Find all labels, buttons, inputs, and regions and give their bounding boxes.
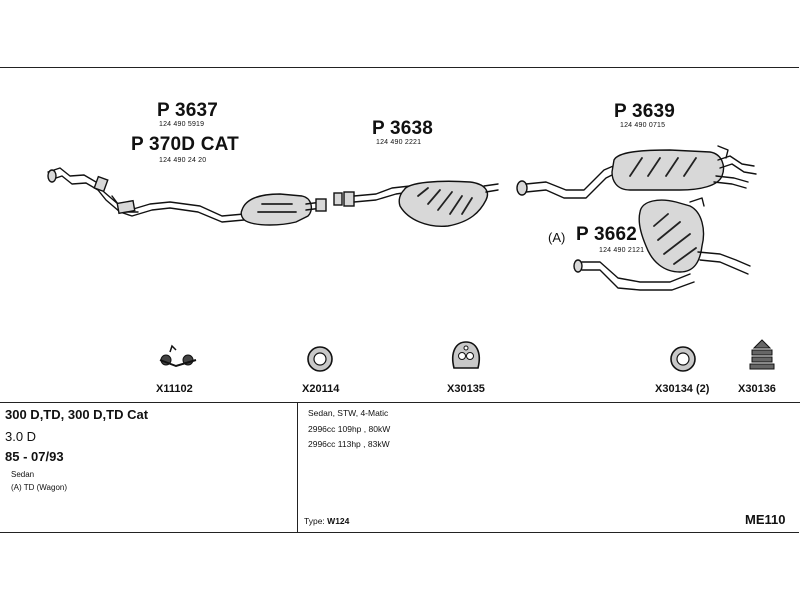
hardware-code: X30136: [738, 383, 776, 395]
hardware-code: X30134 (2): [655, 383, 710, 395]
oe-number: 124 490 0715: [620, 122, 666, 129]
hardware-code: X30135: [447, 383, 485, 395]
section-divider: [0, 402, 800, 403]
rear-silencer[interactable]: [516, 145, 757, 199]
rubber-hanger-icon[interactable]: [451, 341, 481, 369]
diagram-code: ME110: [745, 512, 786, 527]
spec-line: Sedan, STW, 4-Matic: [308, 408, 389, 418]
rear-silencer-wagon[interactable]: [573, 197, 751, 291]
part-number: P 3637: [157, 100, 219, 121]
body-type: Sedan: [11, 470, 35, 479]
hardware-code: X11102: [156, 383, 193, 395]
spec-line: 2996cc 109hp , 80kW: [308, 424, 391, 434]
engine-name: 300 D,TD, 300 D,TD Cat: [5, 407, 149, 422]
variant-marker: (A): [548, 230, 566, 245]
part-number: P 370D CAT: [131, 134, 239, 155]
type-label: Type:: [304, 516, 325, 526]
front-pipe-with-catalyst[interactable]: [47, 167, 327, 226]
type-value: W124: [327, 516, 350, 526]
part-number: P 3662: [576, 224, 638, 245]
body-variant: (A) TD (Wagon): [11, 483, 68, 492]
centre-silencer[interactable]: [333, 180, 499, 227]
part-number: P 3639: [614, 101, 676, 122]
model-years: 85 - 07/93: [5, 449, 64, 464]
part-number: P 3638: [372, 118, 434, 139]
oe-number: 124 490 2121: [599, 247, 645, 254]
rubber-ring-icon-2[interactable]: [670, 346, 696, 372]
oe-number: 124 490 5919: [159, 121, 205, 128]
rubber-mount-icon[interactable]: [749, 339, 775, 370]
diagram-sheet: [0, 67, 799, 533]
bracket-icon[interactable]: [159, 344, 197, 368]
oe-number: 124 490 2221: [376, 139, 422, 146]
type-row: Type: W124: [304, 516, 349, 526]
oe-number: 124 490 24 20: [159, 157, 207, 164]
rubber-ring-icon[interactable]: [307, 346, 333, 372]
hardware-code: X20114: [302, 383, 340, 395]
column-divider: [297, 403, 298, 533]
engine-displacement: 3.0 D: [5, 429, 37, 444]
spec-line: 2996cc 113hp , 83kW: [308, 439, 390, 449]
